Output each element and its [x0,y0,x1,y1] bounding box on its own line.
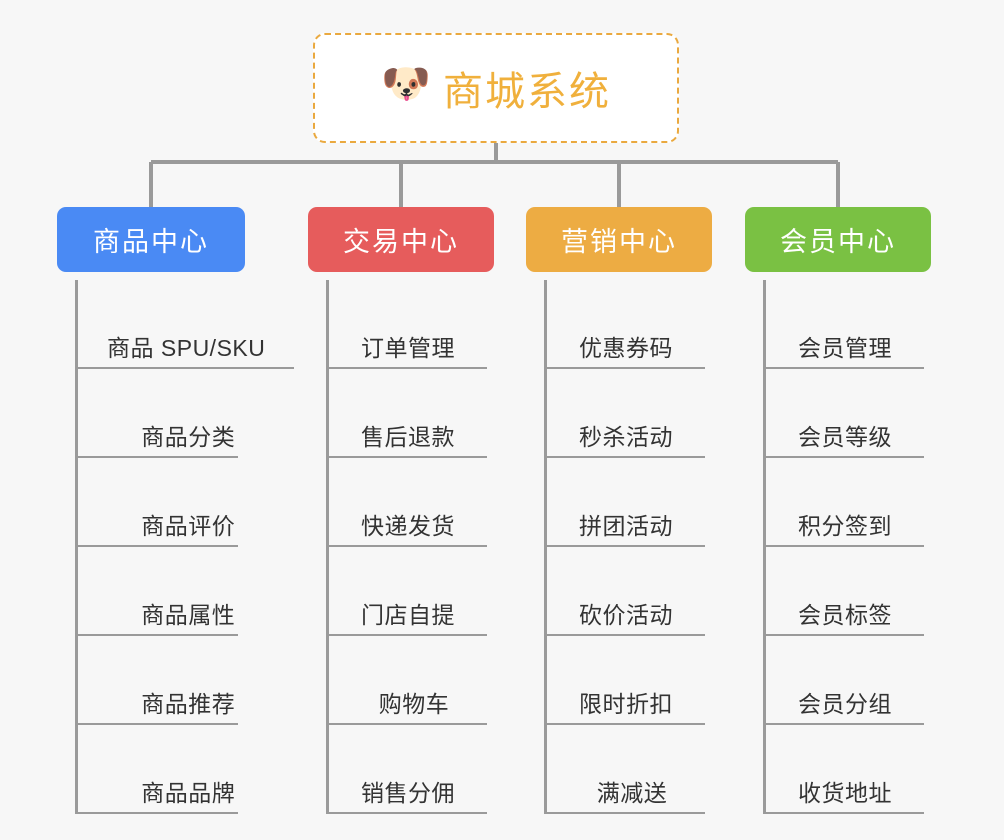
leaf-item[interactable]: 门店自提 [329,547,487,636]
leaf-label: 商品属性 [141,602,236,628]
leaf-item[interactable]: 购物车 [329,636,487,725]
leaf-list-4: 会员管理会员等级积分签到会员标签会员分组收货地址 [763,280,924,814]
leaf-underline [329,545,487,547]
leaf-item[interactable]: 商品属性 [78,547,279,636]
category-header-1[interactable]: 商品中心 [57,207,245,272]
leaf-item[interactable]: 积分签到 [766,458,924,547]
leaf-label: 门店自提 [361,602,455,628]
leaf-label: 商品推荐 [141,691,236,717]
leaf-label: 售后退款 [361,424,455,450]
leaf-label: 商品评价 [141,513,236,539]
leaf-item[interactable]: 商品评价 [78,458,279,547]
leaf-label: 购物车 [378,691,450,717]
leaf-underline [766,723,924,725]
leaf-underline [547,545,705,547]
leaf-label: 砍价活动 [579,602,673,628]
leaf-underline [766,367,924,369]
leaf-item[interactable]: 商品品牌 [78,725,279,814]
dog-face-icon: 🐶 [381,62,431,106]
leaf-item[interactable]: 满减送 [547,725,705,814]
leaf-label: 商品分类 [141,424,236,450]
leaf-underline [547,723,705,725]
leaf-label: 快递发货 [361,513,455,539]
leaf-item[interactable]: 商品推荐 [78,636,279,725]
leaf-list-1: 商品 SPU/SKU 商品分类商品评价商品属性商品推荐商品品牌 [75,280,294,814]
leaf-item[interactable]: 收货地址 [766,725,924,814]
leaf-item[interactable]: 会员分组 [766,636,924,725]
leaf-label: 积分签到 [798,513,892,539]
leaf-label: 会员标签 [798,602,892,628]
leaf-underline [78,812,238,814]
leaf-underline [547,367,705,369]
leaf-label: 限时折扣 [579,691,673,717]
leaf-label: 秒杀活动 [579,424,673,450]
leaf-item[interactable]: 限时折扣 [547,636,705,725]
leaf-item[interactable]: 优惠券码 [547,280,705,369]
leaf-item[interactable]: 会员管理 [766,280,924,369]
leaf-item[interactable]: 订单管理 [329,280,487,369]
leaf-item[interactable]: 快递发货 [329,458,487,547]
category-header-4[interactable]: 会员中心 [745,207,931,272]
leaf-underline [766,812,924,814]
leaf-underline [78,456,238,458]
leaf-item[interactable]: 拼团活动 [547,458,705,547]
leaf-item[interactable]: 会员等级 [766,369,924,458]
leaf-item[interactable]: 售后退款 [329,369,487,458]
leaf-item[interactable]: 砍价活动 [547,547,705,636]
leaf-underline [78,723,238,725]
leaf-underline [78,634,238,636]
leaf-item[interactable]: 销售分佣 [329,725,487,814]
leaf-item[interactable]: 商品 SPU/SKU [78,280,294,369]
leaf-underline [766,545,924,547]
leaf-label: 商品品牌 [141,780,236,806]
leaf-underline [329,812,487,814]
leaf-underline [547,812,705,814]
leaf-label: 拼团活动 [579,513,673,539]
leaf-label: 满减送 [596,780,668,806]
leaf-underline [78,367,294,369]
leaf-underline [547,456,705,458]
connector-path [149,143,840,207]
leaf-label: 收货地址 [798,780,892,806]
leaf-label: 会员分组 [798,691,892,717]
root-title: 商城系统 [443,70,611,114]
leaf-label: 订单管理 [361,335,455,361]
leaf-label: 商品 SPU/SKU [107,335,266,361]
category-header-2[interactable]: 交易中心 [308,207,494,272]
leaf-list-2: 订单管理售后退款快递发货门店自提购物车销售分佣 [326,280,487,814]
leaf-underline [766,634,924,636]
leaf-label: 销售分佣 [361,780,455,806]
category-header-3[interactable]: 营销中心 [526,207,712,272]
leaf-underline [766,456,924,458]
root-node[interactable]: 🐶 商城系统 [313,33,679,143]
leaf-underline [78,545,238,547]
leaf-list-3: 优惠券码秒杀活动拼团活动砍价活动限时折扣满减送 [544,280,705,814]
leaf-underline [329,634,487,636]
leaf-underline [329,456,487,458]
leaf-underline [547,634,705,636]
leaf-label: 会员管理 [798,335,892,361]
leaf-item[interactable]: 会员标签 [766,547,924,636]
leaf-underline [329,367,487,369]
leaf-item[interactable]: 秒杀活动 [547,369,705,458]
leaf-item[interactable]: 商品分类 [78,369,279,458]
leaf-label: 优惠券码 [579,335,673,361]
leaf-label: 会员等级 [798,424,892,450]
leaf-underline [329,723,487,725]
